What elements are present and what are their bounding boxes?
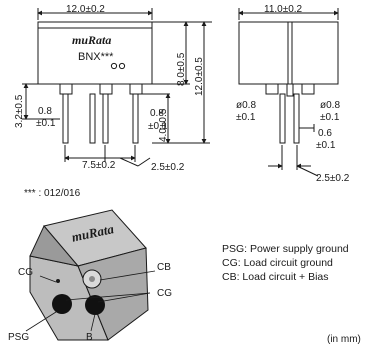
svg-text:muRata: muRata — [72, 33, 111, 47]
pin-dia-left-tol: ±0.1 — [236, 112, 256, 123]
pin-dia-right-tol: ±0.1 — [320, 112, 340, 123]
pin — [279, 93, 286, 144]
pin — [286, 83, 294, 97]
pin-dia-left: ø0.8 — [236, 100, 256, 111]
side-pitch-dim: 2.5±0.2 — [316, 173, 350, 184]
front-view — [22, 8, 212, 167]
pin — [132, 93, 139, 144]
pin-dia-right: ø0.8 — [320, 100, 340, 111]
legend-cb: CB: Load circuit + Bias — [222, 271, 329, 283]
murata-logo-front: muRata — [72, 33, 111, 47]
front-width-dim: 12.0±0.2 — [66, 4, 105, 15]
component-body — [37, 21, 153, 85]
side-view — [238, 8, 339, 177]
legend-cg: CG: Load circuit ground — [222, 257, 333, 269]
pin — [89, 93, 96, 144]
label-cb: CB — [157, 262, 171, 273]
label-b: B — [86, 332, 93, 343]
legend-psg: PSG: Power supply ground — [222, 243, 349, 255]
front-total-height-dim: 12.0±0.5 — [194, 57, 205, 96]
pin-width-left-tol: ±0.1 — [36, 118, 56, 129]
pin — [102, 93, 109, 144]
pin — [293, 93, 300, 144]
pin-height-dim: 3.2±0.5 — [14, 94, 25, 128]
pin — [62, 93, 69, 144]
part-label: BNX*** — [78, 51, 114, 63]
pin-width-right: 0.8 — [150, 108, 164, 119]
pin-width-left: 0.8 — [38, 106, 52, 117]
front-small-pitch-dim: 2.5±0.2 — [151, 162, 185, 173]
pin-length-dim: 4.0±0.5 — [158, 108, 169, 142]
label-cg-left: CG — [18, 267, 33, 278]
side-width-dim: 11.0±0.2 — [264, 4, 303, 15]
pin-width-right-tol: ±0.1 — [148, 121, 168, 132]
variant-footnote: *** : 012/016 — [24, 188, 81, 199]
units-note: (in mm) — [327, 334, 361, 345]
offset-dim-tol: ±0.1 — [316, 140, 336, 151]
label-psg: PSG — [8, 332, 29, 343]
front-inner-height-dim: 8.0±0.5 — [176, 52, 187, 86]
front-pitch-dim: 7.5±0.2 — [82, 160, 116, 171]
offset-dim: 0.6 — [318, 128, 332, 139]
label-cg-right: CG — [157, 288, 172, 299]
terminals — [52, 269, 105, 315]
